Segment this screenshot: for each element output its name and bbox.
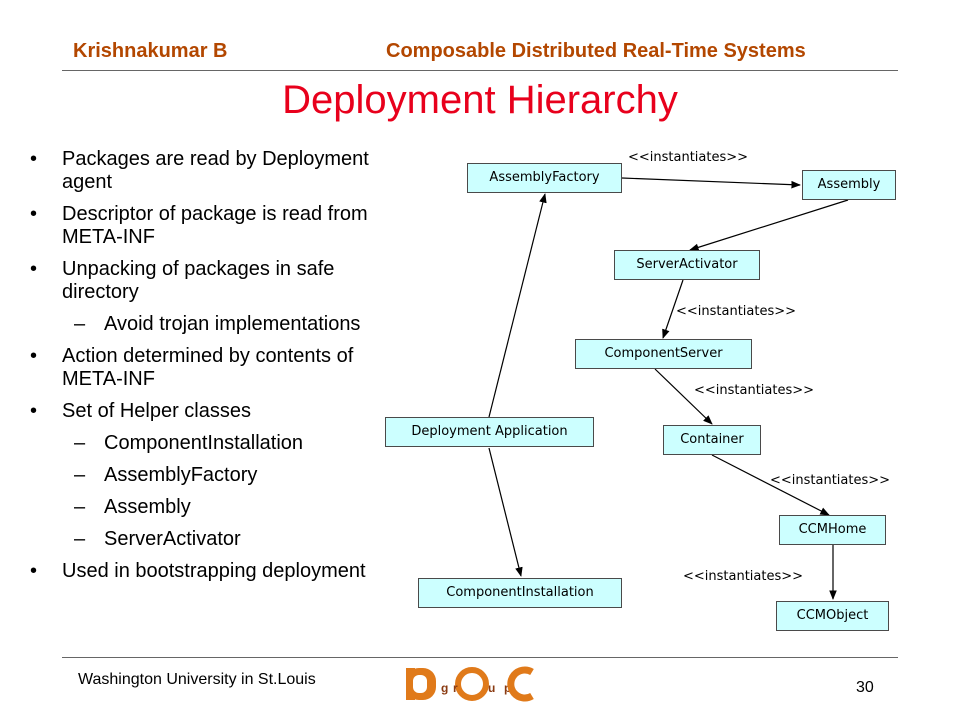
logo-c-arc xyxy=(507,666,534,702)
sub-bullet-text: ComponentInstallation xyxy=(104,432,304,454)
edge-label-instantiates: <<instantiates>> xyxy=(770,473,891,488)
arrow-assemblyfactory-to-assembly xyxy=(621,177,801,189)
bullet-item: • Used in bootstrapping deployment xyxy=(30,560,400,583)
bullet-item: • Descriptor of package is read from META… xyxy=(30,203,400,249)
node-ccm-home: CCMHome xyxy=(779,515,886,545)
node-component-server: ComponentServer xyxy=(575,339,752,369)
node-container: Container xyxy=(663,425,761,455)
bullet-marker: • xyxy=(30,400,38,422)
arrow-deployment-to-assemblyfactory xyxy=(488,193,547,418)
header-author: Krishnakumar B xyxy=(73,40,228,62)
bullet-marker: • xyxy=(30,258,38,280)
bullet-list: • Packages are read by Deployment agent •… xyxy=(30,148,400,592)
edge-label-instantiates: <<instantiates>> xyxy=(628,150,749,165)
arrow-assembly-to-serveractivator xyxy=(689,199,849,252)
bullet-item: • Set of Helper classes xyxy=(30,400,400,423)
slide-title: Deployment Hierarchy xyxy=(282,78,678,122)
logo-letter-r: r xyxy=(453,681,458,695)
header-rule xyxy=(62,70,898,71)
node-ccm-object: CCMObject xyxy=(776,601,889,631)
edge-label-instantiates: <<instantiates>> xyxy=(694,383,815,398)
sub-bullet-text: Assembly xyxy=(104,496,191,518)
page-number: 30 xyxy=(856,679,874,696)
bullet-text: Used in bootstrapping deployment xyxy=(62,560,366,582)
bullet-text: Unpacking of packages in safe directory xyxy=(62,258,335,303)
bullet-item: • Action determined by contents of META-I… xyxy=(30,345,400,391)
footer-rule xyxy=(62,657,898,658)
bullet-marker: • xyxy=(30,560,38,582)
doc-group-logo: g r u p xyxy=(406,666,534,702)
header-course: Composable Distributed Real-Time Systems xyxy=(386,40,806,62)
bullet-text: Set of Helper classes xyxy=(62,400,251,422)
sub-bullet-item: –ServerActivator xyxy=(30,528,400,551)
logo-letter-g: g xyxy=(441,681,448,695)
bullet-marker: • xyxy=(30,148,38,170)
bullet-text: Packages are read by Deployment agent xyxy=(62,148,369,193)
bullet-text: Action determined by contents of META-IN… xyxy=(62,345,354,390)
sub-bullet-text: ServerActivator xyxy=(104,528,241,550)
arrow-componentserver-to-container xyxy=(654,368,713,425)
sub-bullet-text: AssemblyFactory xyxy=(104,464,258,486)
sub-bullet-item: –AssemblyFactory xyxy=(30,464,400,487)
bullet-marker: • xyxy=(30,203,38,225)
node-server-activator: ServerActivator xyxy=(614,250,760,280)
sub-bullet-marker: – xyxy=(74,432,86,454)
sub-bullet-text: Avoid trojan implementations xyxy=(104,313,361,335)
node-assembly: Assembly xyxy=(802,170,896,200)
sub-bullet-item: –Assembly xyxy=(30,496,400,519)
bullet-item: • Packages are read by Deployment agent xyxy=(30,148,400,194)
arrow-container-to-ccmhome xyxy=(711,454,830,516)
logo-letter-p: p xyxy=(504,681,511,695)
bullet-marker: • xyxy=(30,345,38,367)
arrow-deployment-to-componentinstallation xyxy=(488,447,523,577)
arrow-serveractivator-to-componentserver xyxy=(662,279,684,339)
logo-letter-u: u xyxy=(488,681,495,695)
sub-bullet-marker: – xyxy=(74,496,86,518)
logo-o-ring xyxy=(455,667,489,701)
bullet-text: Descriptor of package is read from META-… xyxy=(62,203,368,248)
edge-label-instantiates: <<instantiates>> xyxy=(683,569,804,584)
sub-bullet-marker: – xyxy=(74,528,86,550)
sub-bullet-marker: – xyxy=(74,313,86,335)
node-deployment-application: Deployment Application xyxy=(385,417,594,447)
logo-d-inner xyxy=(413,675,427,693)
node-component-installation: ComponentInstallation xyxy=(418,578,622,608)
node-assembly-factory: AssemblyFactory xyxy=(467,163,622,193)
edge-label-instantiates: <<instantiates>> xyxy=(676,304,797,319)
logo-d-stem xyxy=(406,668,415,700)
bullet-item: • Unpacking of packages in safe directory xyxy=(30,258,400,304)
sub-bullet-marker: – xyxy=(74,464,86,486)
sub-bullet-item: –Avoid trojan implementations xyxy=(30,313,400,336)
footer-institution: Washington University in St.Louis xyxy=(78,671,316,688)
sub-bullet-item: –ComponentInstallation xyxy=(30,432,400,455)
